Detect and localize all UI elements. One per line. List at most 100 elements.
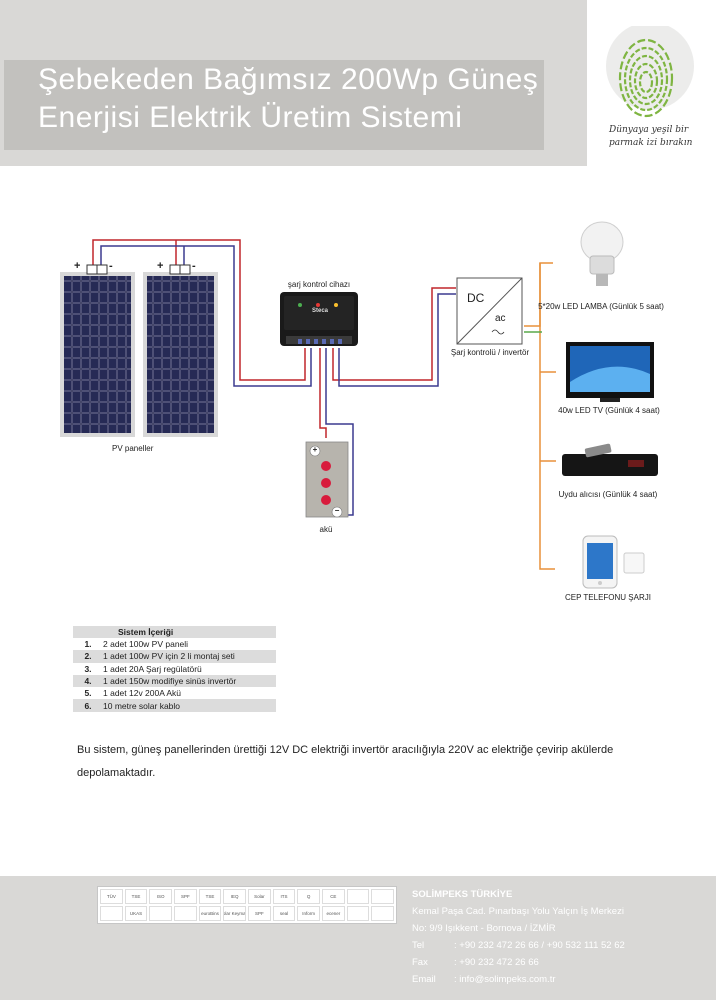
load-label-tv: 40w LED TV (Günlük 4 saat): [558, 406, 660, 415]
email-label: Email: [412, 974, 436, 985]
inverter-dc-label: DC: [467, 291, 485, 305]
table-row: 5. 1 adet 12v 200A Akü: [73, 687, 276, 699]
fax-value: : +90 232 472 26 66: [454, 957, 539, 968]
controller-brand: Steca: [312, 308, 329, 314]
tel-value: : +90 232 472 26 66 / +90 532 111 52 62: [454, 940, 625, 951]
row-text: 10 metre solar kablo: [103, 700, 181, 711]
green-fingerprint-logo: [606, 26, 694, 118]
slogan: Dünyaya yeşil bir parmak izi bırakın: [609, 124, 692, 150]
system-diagram: + - + - PV paneller şarj kontrol cihazı …: [0, 160, 716, 620]
ac-output-wire-2: [539, 263, 555, 570]
certificate-logo: [173, 906, 197, 921]
slogan-line-1: Dünyaya yeşil bir: [609, 125, 689, 135]
inverter: [456, 277, 523, 345]
certificate-logo: [149, 906, 172, 921]
wiring-diagram: [60, 221, 658, 589]
row-text: 1 adet 150w modifiye sinüs invertör: [103, 676, 237, 687]
inverter-label: Şarj kontrolü / invertör: [450, 348, 530, 357]
row-number: 2.: [84, 651, 92, 662]
table-row: 4. 1 adet 150w modifiye sinüs invertör: [73, 674, 276, 688]
row-number: 6.: [84, 700, 92, 711]
load-positive-wire: [332, 287, 456, 381]
row-number: 4.: [84, 676, 92, 687]
system-contents-table: Sistem İçeriği 1. 2 adet 100w PV paneli 2…: [73, 626, 276, 712]
ac-output-wire: [524, 262, 553, 327]
row-number: 3.: [84, 663, 92, 674]
certificate-logo: Q: [297, 889, 320, 904]
inverter-ac-label: ac: [495, 313, 506, 324]
battery-plus-label: +: [312, 445, 318, 454]
company-name: SOLİMPEKS TÜRKİYE: [412, 889, 513, 900]
table-row: 3. 1 adet 20A Şarj regülatörü: [73, 663, 276, 675]
certificate-logo: CE: [321, 889, 345, 904]
certificate-logo: ITS: [272, 889, 296, 904]
certificate-logo: Solar Keymark: [223, 906, 246, 921]
table-row: 6. 10 metre solar kablo: [73, 699, 276, 712]
panel2-minus: -: [192, 260, 196, 272]
row-number: 5.: [84, 688, 92, 699]
certificate-logo: ecener: [321, 906, 345, 921]
row-number: 1.: [84, 639, 92, 650]
row-text: 2 adet 100w PV paneli: [103, 639, 189, 650]
pv-panels-label: PV paneller: [112, 444, 154, 453]
certificate-logo: SPF: [247, 906, 271, 921]
charge-controller: [280, 292, 358, 346]
email-value[interactable]: : info@solimpeks.com.tr: [454, 974, 556, 985]
certificate-logo: Inform: [297, 906, 320, 921]
certificate-logo: [100, 906, 123, 921]
fax-label: Fax: [412, 957, 428, 968]
slogan-line-2: parmak izi bırakın: [609, 138, 693, 148]
certificate-logo: TÜV: [100, 889, 123, 904]
certificate-logo: TSE: [124, 889, 148, 904]
table-row: 1. 2 adet 100w PV paneli: [73, 638, 276, 650]
tel-label: Tel: [412, 940, 425, 951]
certificate-logo: euroBins: [198, 906, 222, 921]
certificate-logo: UKAS: [124, 906, 148, 921]
row-text: 1 adet 20A Şarj regülatörü: [103, 663, 202, 674]
certificate-logo: SPF: [173, 889, 197, 904]
certificate-logo: [346, 889, 370, 904]
title-band: [4, 60, 544, 150]
load-label-receiver: Uydu alıcısı (Günlük 4 saat): [558, 490, 658, 499]
battery-label: akü: [319, 525, 333, 534]
tv-image: [566, 342, 654, 402]
battery-positive-wire: [319, 348, 327, 438]
row-text: 1 adet 100w PV için 2 li montaj seti: [103, 651, 235, 662]
pv-panel-2: [143, 272, 218, 437]
panel-positive-wire: [92, 239, 306, 381]
panel1-minus: -: [109, 260, 113, 272]
panel2-plus: +: [157, 260, 164, 272]
address-line-2: No: 9/9 Işıkkent - Bornova / İZMİR: [412, 923, 556, 934]
certificate-logo: ISO: [149, 889, 172, 904]
certificate-logo: Solar: [247, 889, 271, 904]
table-header: Sistem İçeriği: [73, 626, 276, 638]
panel1-plus: +: [74, 260, 81, 272]
certificate-logo: [371, 906, 394, 921]
certificate-logo: IEQ: [223, 889, 246, 904]
system-description: Bu sistem, güneş panellerinden ürettiği …: [77, 744, 614, 779]
battery: [305, 441, 349, 518]
certificate-logo: [371, 889, 394, 904]
load-label-lamp: 5*20w LED LAMBA (Günlük 5 saat): [538, 302, 664, 311]
page-title-line-1: Şebekeden Bağımsız 200Wp Güneş: [38, 63, 539, 96]
page-title-line-2: Enerjisi Elektrik Üretim Sistemi: [38, 101, 463, 134]
address-line-1: Kemal Paşa Cad. Pınarbaşı Yolu Yalçın İş…: [412, 906, 624, 917]
satellite-receiver-image: [562, 443, 658, 476]
battery-negative-wire: [325, 348, 354, 516]
battery-minus-label: −: [334, 506, 340, 515]
company-contact: SOLİMPEKS TÜRKİYE Kemal Paşa Cad. Pınarb…: [412, 886, 625, 988]
junction-box-2: [169, 264, 191, 275]
certificate-logo: TSE: [198, 889, 222, 904]
certificate-logo: [346, 906, 370, 921]
led-lamp-image: [580, 221, 624, 286]
load-negative-wire: [338, 293, 456, 387]
load-label-phone: CEP TELEFONU ŞARJI: [565, 593, 651, 602]
charge-controller-label: şarj kontrol cihazı: [287, 280, 351, 289]
pv-panel-1: [60, 272, 135, 437]
junction-box-1: [86, 264, 108, 275]
panel-negative-wire: [100, 245, 312, 387]
certificate-logo: seal: [272, 906, 296, 921]
table-row: 2. 1 adet 100w PV için 2 li montaj seti: [73, 650, 276, 663]
row-text: 1 adet 12v 200A Akü: [103, 688, 181, 699]
